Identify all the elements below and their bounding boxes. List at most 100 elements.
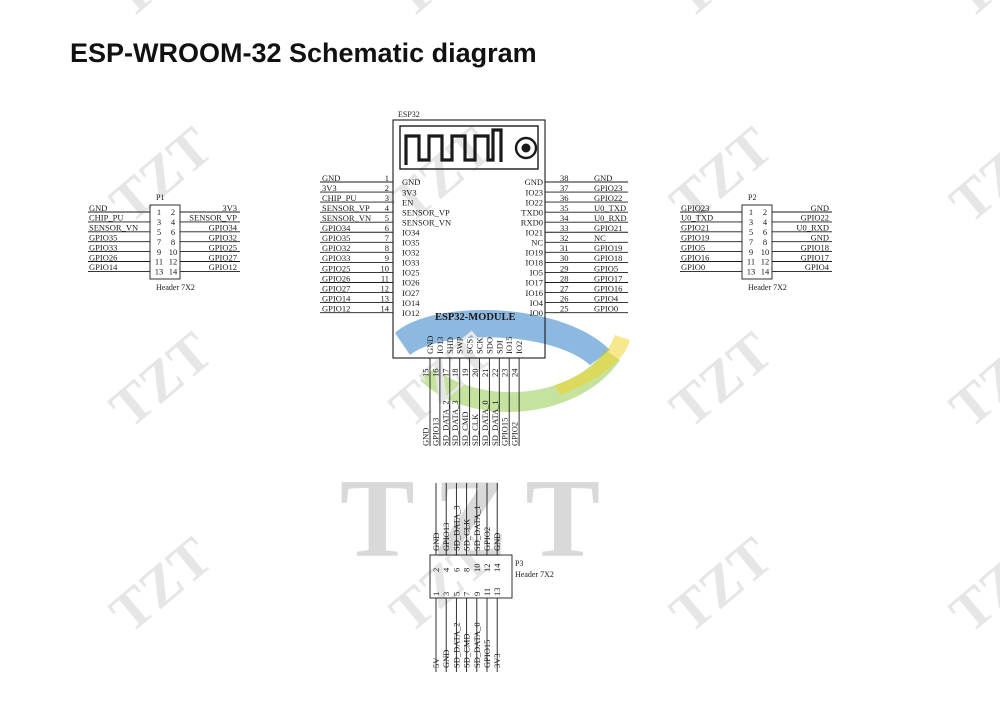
- right-pin-net-label: GPIO19: [594, 243, 622, 253]
- left-pin-number: 13: [381, 293, 390, 303]
- left-pin-name: 3V3: [402, 187, 417, 197]
- right-pin-name: TXD0: [521, 207, 543, 217]
- bottom-pin-name: GND: [425, 336, 435, 354]
- bottom-pin-net-label: SD_DATA_0: [480, 400, 490, 446]
- p3-bottom-net-label: SD_DATA_0: [472, 622, 482, 668]
- p1-right-net-label: SENSOR_VP: [189, 213, 237, 223]
- p2-left-pin-number: 5: [749, 227, 753, 237]
- right-pin-number: 37: [560, 183, 569, 193]
- right-pin-number: 34: [560, 213, 569, 223]
- right-pin-net-label: U0_TXD: [594, 203, 626, 213]
- esp32-module-box: [392, 119, 546, 359]
- right-pin-net-label: GPIO5: [594, 263, 618, 273]
- bottom-pin-number: 19: [460, 369, 470, 378]
- right-pin-name: IO19: [526, 248, 543, 258]
- p1-right-pin-number: 8: [171, 237, 175, 247]
- tzt-tile-watermark: TZT: [659, 320, 785, 440]
- right-pin-number: 32: [560, 233, 569, 243]
- bottom-pin-name: SCK: [475, 337, 485, 354]
- p2-right-pin-number: 2: [763, 207, 767, 217]
- bottom-pin-number: 23: [500, 369, 510, 378]
- left-pin-name: IO14: [402, 298, 420, 308]
- bottom-pin-name: SCS: [465, 339, 475, 354]
- left-pin-number: 8: [385, 243, 389, 253]
- left-pin-net-label: GPIO32: [322, 243, 350, 253]
- left-pin-net-label: GND: [322, 173, 340, 183]
- left-pin-net-label: GPIO27: [322, 283, 350, 293]
- left-pin-name: IO27: [402, 288, 419, 298]
- right-pin-net-label: GPIO4: [594, 293, 619, 303]
- p3-bottom-pin-number: 1: [431, 592, 441, 596]
- left-pin-name: SENSOR_VP: [402, 207, 450, 217]
- page-title: ESP-WROOM-32 Schematic diagram: [70, 38, 537, 68]
- p1-right-pin-number: 2: [171, 207, 175, 217]
- p3-top-pin-number: 4: [441, 567, 451, 572]
- right-pin-name: IO4: [530, 298, 544, 308]
- bottom-pin-net-label: SD_CLK: [470, 413, 480, 446]
- right-pin-name: IO5: [530, 268, 543, 278]
- p1-left-net-label: GND: [89, 203, 107, 213]
- logo-arc-blue: [395, 310, 610, 365]
- right-pin-number: 38: [560, 173, 569, 183]
- bottom-pin-net-label: GPIO2: [510, 422, 520, 446]
- p1-right-net-label: 3V3: [222, 203, 237, 213]
- p3-top-pin-number: 14: [492, 563, 502, 572]
- left-pin-name: IO32: [402, 248, 419, 258]
- left-pin-number: 10: [381, 263, 390, 273]
- shield-ring-icon: [514, 136, 538, 160]
- right-pin-number: 25: [560, 303, 569, 313]
- tzt-tile-watermark: TZT: [99, 0, 225, 30]
- right-pin-name: IO23: [526, 187, 543, 197]
- left-pin-name: EN: [402, 197, 413, 207]
- right-pin-name: IO16: [526, 288, 543, 298]
- bottom-pin-net-label: GPIO13: [430, 418, 440, 446]
- p3-bottom-pin-number: 13: [492, 588, 502, 597]
- bottom-pin-number: 16: [430, 369, 440, 378]
- bottom-pin-number: 21: [480, 369, 490, 378]
- left-pin-net-label: GPIO26: [322, 273, 350, 283]
- p1-footer-label: Header 7X2: [156, 283, 195, 292]
- p3-bottom-net-label: SD_CMD: [462, 634, 472, 668]
- p3-top-pin-number: 6: [451, 568, 461, 572]
- p2-ref-label: P2: [748, 193, 756, 202]
- left-pin-number: 5: [385, 213, 389, 223]
- module-name-label: ESP32-MODULE: [435, 312, 516, 323]
- p2-left-net-label: GPIO19: [681, 233, 709, 243]
- p2-left-net-label: GPIO21: [681, 223, 709, 233]
- left-pin-name: IO26: [402, 278, 419, 288]
- left-pin-net-label: GPIO34: [322, 223, 351, 233]
- right-pin-net-label: GPIO18: [594, 253, 622, 263]
- p2-right-pin-number: 4: [763, 217, 768, 227]
- left-pin-number: 1: [385, 173, 389, 183]
- tzt-tile-watermark: TZT: [939, 320, 1000, 440]
- bottom-pin-name: SWP: [455, 336, 465, 354]
- p1-left-pin-number: 9: [157, 247, 161, 257]
- p3-top-pin-number: 8: [462, 568, 472, 572]
- left-pin-number: 11: [381, 273, 389, 283]
- right-pin-net-label: GPIO22: [594, 193, 622, 203]
- antenna-keepout-box: [399, 125, 539, 170]
- right-pin-number: 33: [560, 223, 569, 233]
- p3-bottom-pin-number: 9: [472, 592, 482, 596]
- p2-right-pin-number: 12: [761, 257, 770, 267]
- p2-left-pin-number: 9: [749, 247, 753, 257]
- left-pin-number: 9: [385, 253, 389, 263]
- p1-right-net-label: GPIO27: [209, 252, 237, 262]
- p3-top-net-label: SD_DATA_1: [472, 505, 482, 551]
- right-pin-net-label: GND: [594, 173, 612, 183]
- p3-top-net-label: GPIO13: [441, 523, 451, 551]
- bottom-pin-name: SHD: [445, 337, 455, 354]
- p3-bottom-net-label: 5V: [431, 657, 441, 668]
- p1-left-net-label: SENSOR_VN: [89, 223, 138, 233]
- p1-left-net-label: GPIO35: [89, 233, 117, 243]
- p2-left-pin-number: 1: [749, 207, 753, 217]
- right-pin-name: IO21: [526, 227, 543, 237]
- bottom-pin-net-label: SD_DATA_3: [450, 400, 460, 446]
- right-pin-net-label: GPIO17: [594, 273, 622, 283]
- p1-left-net-label: CHIP_PU: [89, 213, 123, 223]
- right-pin-name: IO22: [526, 197, 543, 207]
- p1-right-net-label: GPIO32: [209, 233, 237, 243]
- p3-top-pin-number: 10: [472, 564, 482, 573]
